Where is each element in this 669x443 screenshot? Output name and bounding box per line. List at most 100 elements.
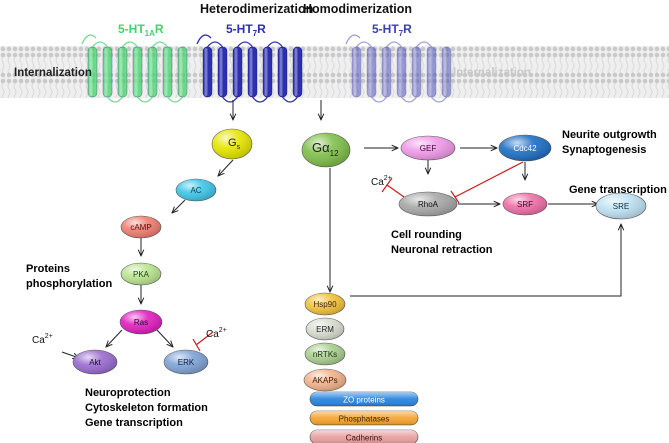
receptor-helix-shine [149,48,153,96]
sre-node-label: SRE [613,202,629,211]
receptor-5ht7-center-helices [196,34,303,103]
akaps-node: AKAPs [303,368,347,392]
cell-rounding-line2: Neuronal retraction [391,244,493,256]
receptor-helix-shine [294,48,298,96]
hsp90-node: Hsp90 [304,292,346,316]
receptor-helix-shine [134,48,138,96]
akt-node-gloss [73,350,117,374]
hsp90-node-label: Hsp90 [313,300,337,309]
internalization-right-label: Internalization [453,67,531,79]
heterodimerization-header: Heterodimerization [200,2,313,16]
rhoa-node-gloss [399,192,457,216]
receptor-helix-shine [104,48,108,96]
receptor-helix-shine [353,48,357,96]
receptor-helix-shine [398,48,402,96]
zo-proteins-pill: ZO proteins [309,391,419,407]
receptor-helix-shine [89,48,93,96]
cell-rounding-line1: Cell rounding [391,229,462,241]
gef-node-gloss [401,136,455,160]
camp-node: cAMP [120,215,162,239]
inhibition-lines [192,161,524,352]
receptor-loops [81,34,184,103]
sre-node-gloss [596,193,646,219]
hsp90-node-gloss [305,293,345,315]
camp-node-gloss [121,216,161,238]
cadherins-pill: Cadherins [309,429,419,443]
proteins-phosphorylation-line1: Proteins [26,263,70,275]
homodimerization-header: Homodimerization [303,2,412,16]
receptor-helix-shine [264,48,268,96]
nrtks-node-gloss [305,343,345,365]
rhoa-node-label: RhoA [418,200,439,209]
cdc42-node: Cdc42 [498,134,552,162]
cell-membrane [0,46,669,98]
receptor-helix-shine [279,48,283,96]
gene-transcription-label: Gene transcription [569,184,667,196]
gs-label: Gs [228,137,241,151]
zo-proteins-pill-label: ZO proteins [343,396,385,405]
g12-node [301,132,351,168]
receptor-helix-shine [383,48,387,96]
erm-node-label: ERM [316,325,334,334]
neuroprotection-line3: Gene transcription [85,417,183,429]
akaps-node-gloss [304,369,346,391]
neurite-outgrowth-line1: Neurite outgrowth [562,129,657,141]
receptor-helix-shine [204,48,208,96]
receptor-5ht1a-helices [81,34,188,103]
receptor-helix-shine [219,48,223,96]
calcium-label-left: Ca2+ [32,333,53,346]
calcium-label-right: Ca2+ [206,327,227,340]
receptor-loops [345,34,448,103]
erm-node: ERM [305,317,345,341]
receptor-5ht7-center-label: 5-HT7R [226,22,266,38]
rhoa-node: RhoA [398,191,458,217]
cdc42-node-label: Cdc42 [513,144,537,153]
pka-node-label: PKA [133,270,150,279]
receptor-5ht7-right-label: 5-HT7R [372,22,412,38]
proteins-phosphorylation-line2: phosphorylation [26,278,112,290]
nrtks-node: nRTKs [304,342,346,366]
ac-node-gloss [176,179,216,201]
zo-proteins-pill-gloss [310,392,418,406]
srf-node: SRF [502,192,548,216]
cadherins-pill-label: Cadherins [346,434,382,443]
phosphatases-pill-gloss [310,411,418,425]
calcium-label-rhoa: Ca2+ [371,175,392,188]
erk-node-gloss [164,350,208,374]
gef-node-label: GEF [420,144,437,153]
receptor-helix-shine [413,48,417,96]
erk-node: ERK [163,349,209,375]
receptor-5ht1a-label: 5-HT1AR [118,22,164,38]
neuroprotection-line2: Cytoskeleton formation [85,402,208,414]
sre-node: SRE [595,192,647,220]
erm-node-gloss [306,318,344,340]
akt-node-label: Akt [89,358,101,367]
ac-node-label: AC [190,186,201,195]
phosphatases-pill-label: Phosphatases [339,415,390,424]
gs-node [211,128,253,160]
phosphatases-pill: Phosphatases [309,410,419,426]
ras-node-gloss [120,310,162,334]
neurite-outgrowth-line2: Synaptogenesis [562,144,646,156]
g12-label: Gα12 [312,140,339,158]
nrtks-node-label: nRTKs [313,350,337,359]
receptor-helix-shine [249,48,253,96]
receptor-helix-shine [119,48,123,96]
receptor-helix-shine [164,48,168,96]
receptor-helix-shine [234,48,238,96]
receptor-loops [196,34,299,103]
ac-node: AC [175,178,217,202]
pathway-arrows [61,100,621,358]
pka-node-gloss [121,263,161,285]
akaps-node-label: AKAPs [312,376,337,385]
receptor-helix-shine [179,48,183,96]
srf-node-label: SRF [517,200,533,209]
gs-node-gloss [212,129,252,159]
receptor-5ht7-right-helices [345,34,452,103]
receptor-helix-shine [368,48,372,96]
cdc42-node-gloss [499,135,551,161]
erk-node-label: ERK [178,358,195,367]
